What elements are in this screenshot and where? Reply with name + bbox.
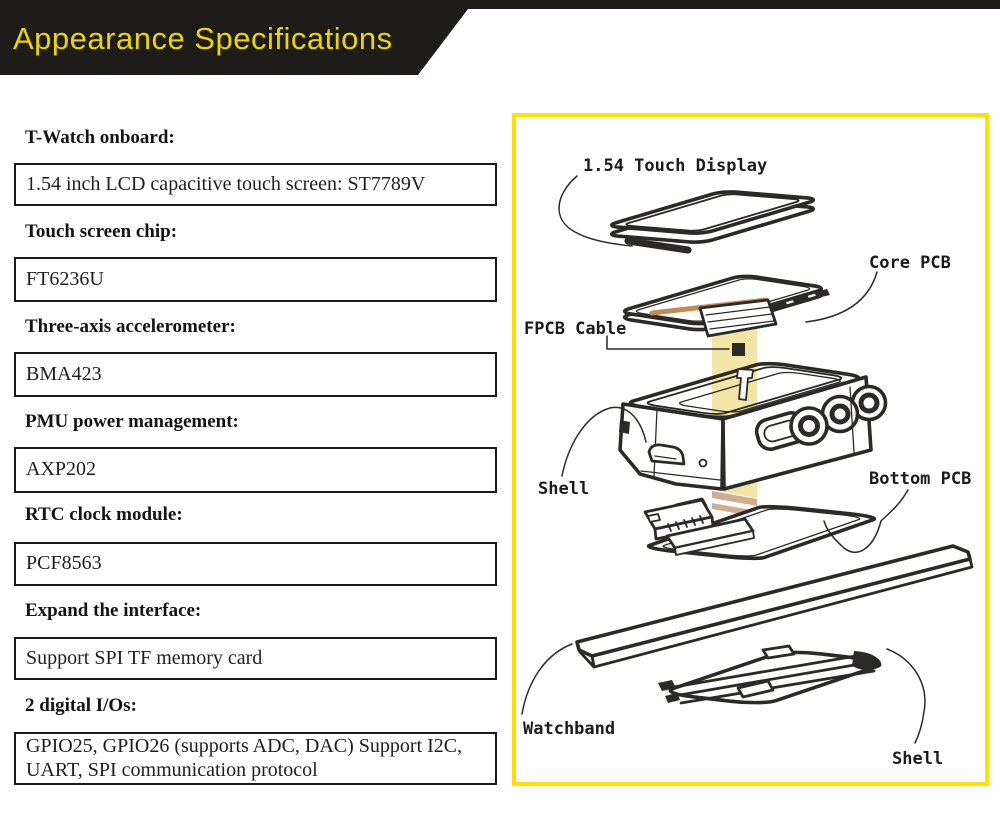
diagram-label-shell-top: Shell <box>538 479 590 499</box>
spec-value-box: FT6236U <box>14 257 497 302</box>
spec-value-box: PCF8563 <box>14 542 497 586</box>
page-title: Appearance Specifications <box>13 21 393 56</box>
spec-value-box: AXP202 <box>14 447 497 493</box>
diagram-label-fpcb-cable: FPCB Cable <box>524 319 627 339</box>
banner-shape <box>0 0 1000 75</box>
spec-value: 1.54 inch LCD capacitive touch screen: S… <box>26 172 426 195</box>
diagram-label-touch-display: 1.54 Touch Display <box>583 156 768 176</box>
spec-value-box: GPIO25, GPIO26 (supports ADC, DAC) Suppo… <box>14 732 497 785</box>
spec-label: Expand the interface: <box>25 600 202 621</box>
spec-label: Three-axis accelerometer: <box>25 316 236 337</box>
spec-value: Support SPI TF memory card <box>26 646 263 669</box>
header-banner <box>0 0 1000 75</box>
diagram-label-bottom-pcb: Bottom PCB <box>869 469 972 489</box>
spec-value-box: BMA423 <box>14 352 497 397</box>
spec-label: RTC clock module: <box>25 504 183 525</box>
spec-label: Touch screen chip: <box>25 221 178 242</box>
spec-value: AXP202 <box>26 458 97 481</box>
spec-value: PCF8563 <box>26 552 102 575</box>
spec-value: FT6236U <box>26 267 104 290</box>
spec-value-box: 1.54 inch LCD capacitive touch screen: S… <box>14 163 497 206</box>
diagram-label-core-pcb: Core PCB <box>869 253 951 273</box>
diagram-label-watchband: Watchband <box>523 719 616 739</box>
spec-value-box: Support SPI TF memory card <box>14 637 497 680</box>
diagram-panel <box>512 113 989 786</box>
diagram-label-shell-bottom: Shell <box>892 749 944 769</box>
spec-label: 2 digital I/Os: <box>25 695 137 716</box>
spec-value: GPIO25, GPIO26 (supports ADC, DAC) Suppo… <box>26 734 463 781</box>
spec-value: BMA423 <box>26 362 102 385</box>
spec-label: T-Watch onboard: <box>25 127 175 148</box>
spec-label: PMU power management: <box>25 411 239 432</box>
